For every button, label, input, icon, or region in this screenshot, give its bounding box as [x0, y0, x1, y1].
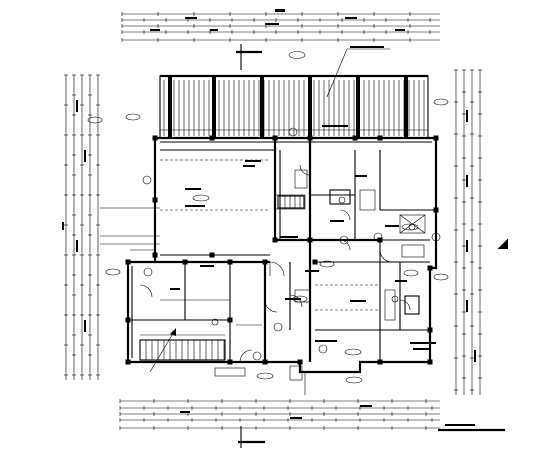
left-dimension-strings — [62, 74, 100, 380]
column-mark — [262, 259, 268, 265]
grid-bubble-icon — [288, 51, 306, 59]
top-dimension-strings — [121, 9, 440, 42]
label-bar — [350, 300, 366, 302]
label-bar — [185, 205, 205, 207]
grid-bubble-icon — [433, 98, 449, 106]
stair — [139, 328, 226, 373]
pergola-beam — [260, 76, 264, 138]
column-mark — [312, 259, 318, 265]
column-mark — [377, 237, 383, 243]
label-bar — [330, 220, 344, 222]
pergola-beam — [212, 76, 216, 138]
column-mark — [152, 252, 158, 258]
label-bar — [285, 298, 301, 300]
pergola-beam — [356, 76, 360, 138]
callout-leader — [326, 46, 390, 98]
column-mark — [182, 259, 188, 265]
entry-steps — [214, 365, 306, 395]
column-mark — [227, 259, 233, 265]
label-bar — [185, 188, 201, 190]
column-mark — [307, 237, 313, 243]
grid-bubble-icon — [87, 116, 103, 124]
pergola-beam — [404, 76, 408, 138]
column-mark — [272, 237, 278, 243]
column-mark — [377, 359, 383, 365]
label-bar — [245, 160, 261, 162]
column-mark — [227, 317, 233, 323]
column-mark — [307, 135, 313, 141]
interior-walls — [128, 138, 436, 362]
label-bar — [395, 280, 407, 282]
label-bar — [243, 165, 255, 167]
label-bar — [170, 288, 180, 290]
label-bar — [413, 348, 431, 350]
column-mark — [227, 359, 233, 365]
column-mark — [352, 135, 358, 141]
level-tags — [125, 113, 419, 384]
pergola-strip — [159, 74, 429, 139]
column-mark — [297, 359, 303, 365]
scale-label-placeholder — [445, 424, 475, 426]
column-mark — [433, 207, 439, 213]
grid-bubbles-interior — [142, 127, 441, 361]
label-bar — [322, 125, 348, 127]
right-dimension-strings — [454, 69, 482, 395]
column-mark — [427, 359, 433, 365]
column-mark — [427, 265, 433, 271]
column-mark — [209, 135, 215, 141]
label-bar — [280, 236, 298, 238]
grid-bubble-icon — [433, 273, 449, 281]
column-mark — [272, 135, 278, 141]
column-mark — [377, 135, 383, 141]
column-mark — [125, 259, 131, 265]
column-mark — [152, 135, 158, 141]
section-marker-icon — [238, 426, 265, 448]
door-swings — [139, 164, 411, 363]
column-mark — [427, 327, 433, 333]
label-bar — [315, 340, 337, 342]
fixtures — [277, 169, 426, 321]
grid-bubble-icon — [105, 268, 121, 276]
column-mark — [152, 197, 158, 203]
column-mark — [125, 317, 131, 323]
pergola-beam — [168, 76, 172, 138]
structural-columns — [125, 135, 439, 365]
label-bar — [385, 225, 399, 227]
bottom-dimension-strings — [119, 399, 440, 430]
north-arrow-icon — [497, 238, 509, 250]
column-mark — [433, 135, 439, 141]
label-bar — [355, 175, 367, 177]
text-label-placeholders — [170, 125, 436, 350]
label-bar — [305, 270, 319, 272]
interior-dimension-lines — [100, 159, 380, 336]
label-bar — [410, 342, 436, 344]
stair-small — [274, 194, 306, 210]
label-bar — [200, 265, 214, 267]
pergola-beam — [308, 76, 312, 138]
column-mark — [125, 359, 131, 365]
section-marker-icon — [236, 44, 262, 70]
column-mark — [262, 359, 268, 365]
column-mark — [209, 252, 215, 258]
